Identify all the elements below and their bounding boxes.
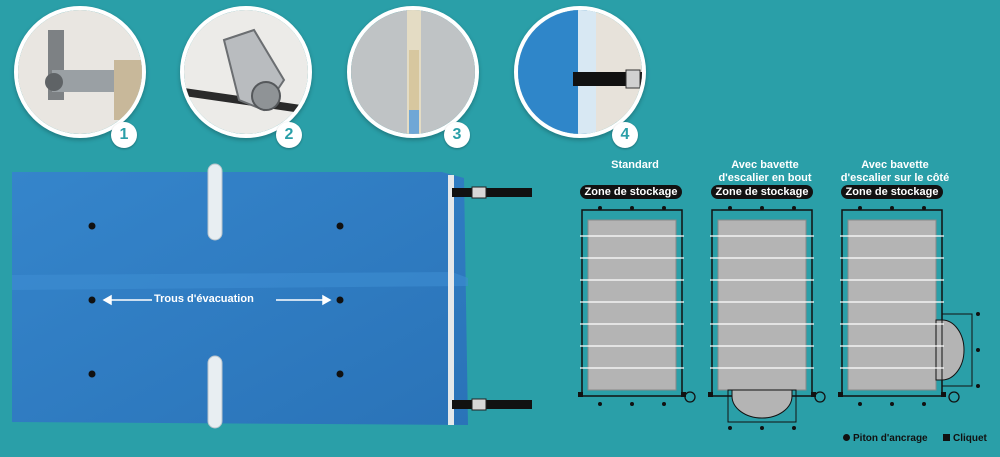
diagram-title-standard: Standard (611, 159, 659, 171)
pool-diagrams (578, 206, 980, 430)
legend-piton: Piton d'ancrage (843, 433, 928, 444)
strap-cover-icon (518, 10, 642, 134)
pool-cover-photo (12, 163, 532, 429)
anchor-bracket-icon (18, 10, 142, 134)
strap-top (452, 186, 532, 199)
piton-dot-icon (843, 434, 850, 441)
legend-cliquet: Cliquet (943, 433, 987, 444)
drain-holes (88, 222, 344, 378)
storage-zone-label-side-step: Zone de stockage (841, 185, 943, 199)
storage-zone-label-end-step: Zone de stockage (711, 185, 813, 199)
diagram-standard (578, 206, 696, 406)
diagram-side-step (838, 206, 980, 406)
cliquet-square-icon (943, 434, 950, 441)
storage-zone-label-standard: Zone de stockage (580, 185, 682, 199)
photo-strap-cover (514, 6, 646, 138)
photo-ratchet-buckle (180, 6, 312, 138)
diagram-end-step (708, 206, 826, 430)
aluminium-bar-icon (351, 10, 475, 134)
photo-number-2: 2 (276, 122, 302, 148)
photo-number-3: 3 (444, 122, 470, 148)
photo-aluminium-bar (347, 6, 479, 138)
photo-number-1: 1 (111, 122, 137, 148)
photo-anchor-bracket (14, 6, 146, 138)
photo-number-4: 4 (612, 122, 638, 148)
evacuation-holes-label: Trous d'évacuation (154, 293, 254, 305)
strap-bottom (452, 398, 532, 411)
ratchet-buckle-icon (184, 10, 308, 134)
